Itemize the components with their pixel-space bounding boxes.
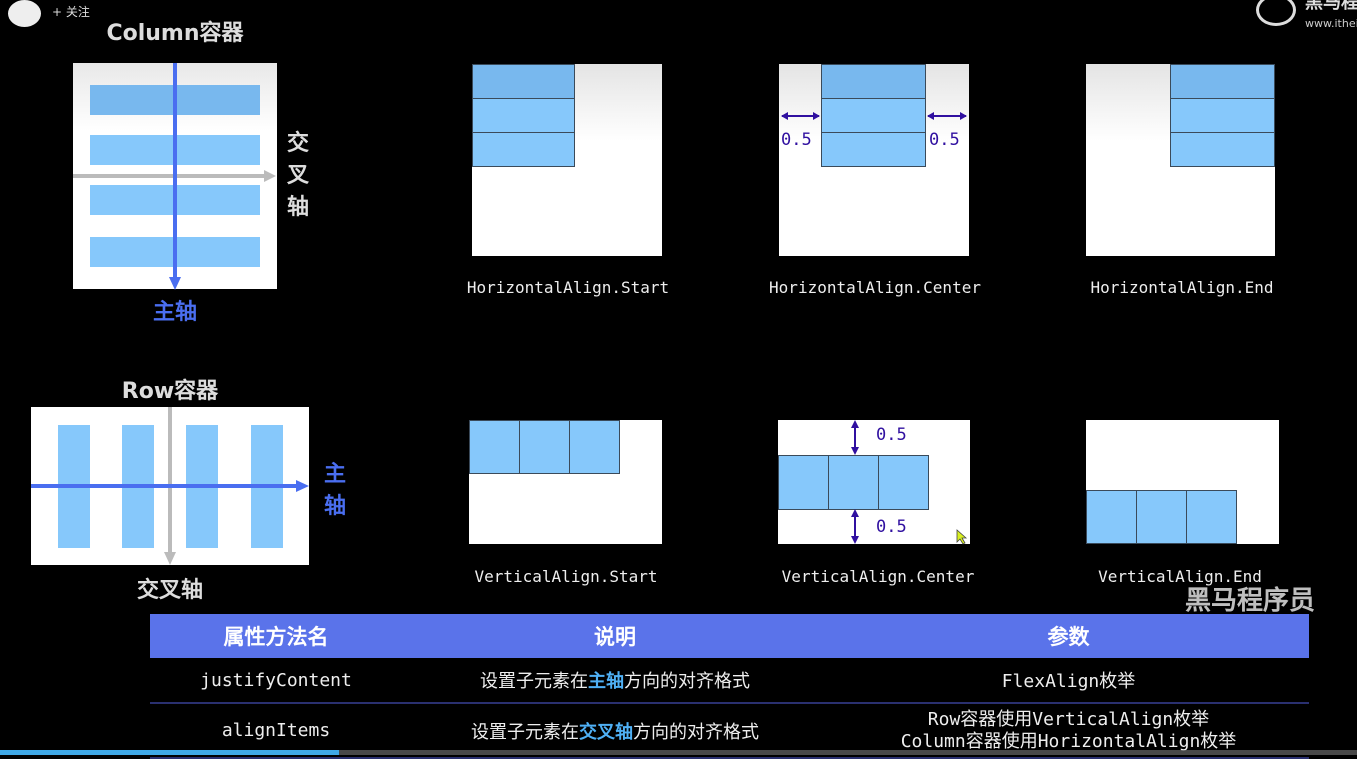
desc-highlight: 主轴 <box>588 671 624 692</box>
properties-table: 属性方法名 说明 参数 justifyContent 设置子元素在主轴方向的对齐… <box>150 614 1309 759</box>
channel-avatar[interactable] <box>8 0 41 27</box>
child-item <box>1170 132 1275 167</box>
watermark: 黑马程序员 <box>1185 586 1316 616</box>
valign-end-label: VerticalAlign.End <box>1098 567 1262 586</box>
child-item <box>821 98 926 133</box>
follow-button[interactable]: + 关注 <box>52 5 90 19</box>
child-item <box>1170 98 1275 133</box>
row-cross-axis-label: 交叉轴 <box>136 578 204 603</box>
child-item <box>569 420 620 474</box>
halign-start-label: HorizontalAlign.Start <box>466 278 670 297</box>
child-item <box>519 420 570 474</box>
header-params: 参数 <box>828 614 1309 658</box>
valign-end-panel <box>1086 420 1279 544</box>
column-axes <box>73 63 276 290</box>
row-main-axis-label: 主轴 <box>323 462 346 519</box>
desc-highlight: 交叉轴 <box>579 721 633 743</box>
table-row: justifyContent 设置子元素在主轴方向的对齐格式 FlexAlign… <box>150 658 1309 704</box>
desc-text: 方向的对齐格式 <box>624 671 750 692</box>
child-item <box>821 132 926 167</box>
valign-center-panel: 0.5 0.5 <box>778 420 970 544</box>
gap-bottom-value: 0.5 <box>876 517 907 537</box>
valign-start-panel <box>469 420 662 544</box>
halign-start-panel <box>472 64 662 256</box>
child-item <box>472 64 575 99</box>
child-item <box>472 98 575 133</box>
halign-end-panel <box>1086 64 1275 256</box>
header-description: 说明 <box>402 614 828 658</box>
brand-url: www.itheima <box>1305 17 1357 30</box>
halign-end-label: HorizontalAlign.End <box>1090 278 1274 297</box>
child-item <box>472 132 575 167</box>
child-item <box>1186 490 1237 544</box>
gap-arrows <box>781 112 967 120</box>
child-item <box>1086 490 1137 544</box>
video-progress-fill <box>0 750 340 755</box>
column-title: Column容器 <box>106 21 244 46</box>
brand-name: 黑马程序员 <box>1305 0 1357 13</box>
desc-text: 设置子元素在 <box>471 721 579 743</box>
halign-center-label: HorizontalAlign.Center <box>769 278 981 297</box>
halign-center-panel: 0.5 0.5 <box>779 64 969 256</box>
property-name: justifyContent <box>150 658 402 704</box>
column-cross-axis-label: 交叉轴 <box>286 131 309 220</box>
child-item <box>469 420 520 474</box>
property-name: alignItems <box>150 703 402 759</box>
param-line: Column容器使用HorizontalAlign枚举 <box>900 730 1237 752</box>
gap-left-value: 0.5 <box>781 130 812 150</box>
table-header-row: 属性方法名 说明 参数 <box>150 614 1309 658</box>
property-description: 设置子元素在主轴方向的对齐格式 <box>402 658 828 704</box>
child-item <box>1136 490 1187 544</box>
gap-arrows <box>851 420 859 544</box>
desc-text: 方向的对齐格式 <box>633 721 759 743</box>
child-item <box>828 455 879 510</box>
gap-right-value: 0.5 <box>929 130 960 150</box>
brand-logo <box>1256 0 1296 26</box>
header-name: 属性方法名 <box>150 614 402 658</box>
param-line: Row容器使用VerticalAlign枚举 <box>927 708 1210 730</box>
video-progress-bar[interactable] <box>0 750 1357 755</box>
row-axes <box>31 407 309 565</box>
row-title: Row容器 <box>121 379 219 404</box>
child-item <box>821 64 926 99</box>
child-item <box>1170 64 1275 99</box>
gap-top-value: 0.5 <box>876 425 907 445</box>
valign-center-label: VerticalAlign.Center <box>781 567 975 586</box>
column-main-axis-label: 主轴 <box>152 300 198 325</box>
table-row: alignItems 设置子元素在交叉轴方向的对齐格式 Row容器使用Verti… <box>150 703 1309 759</box>
property-params: FlexAlign枚举 <box>828 658 1309 704</box>
child-item <box>778 455 829 510</box>
desc-text: 设置子元素在 <box>480 671 588 692</box>
valign-start-label: VerticalAlign.Start <box>474 567 658 586</box>
mouse-cursor-icon <box>956 529 968 545</box>
child-item <box>878 455 929 510</box>
